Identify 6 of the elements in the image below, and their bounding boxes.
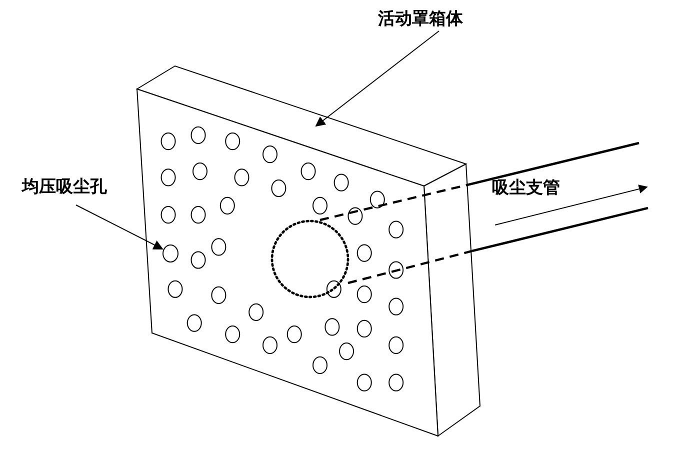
leader-arrow	[76, 204, 164, 250]
leader-arrow	[315, 30, 440, 127]
hole-circle	[162, 244, 178, 262]
callout-label: 均压吸尘孔	[22, 177, 107, 197]
callout-label: 活动罩箱体	[378, 9, 463, 29]
pipe-label: 吸尘支管	[492, 178, 560, 198]
